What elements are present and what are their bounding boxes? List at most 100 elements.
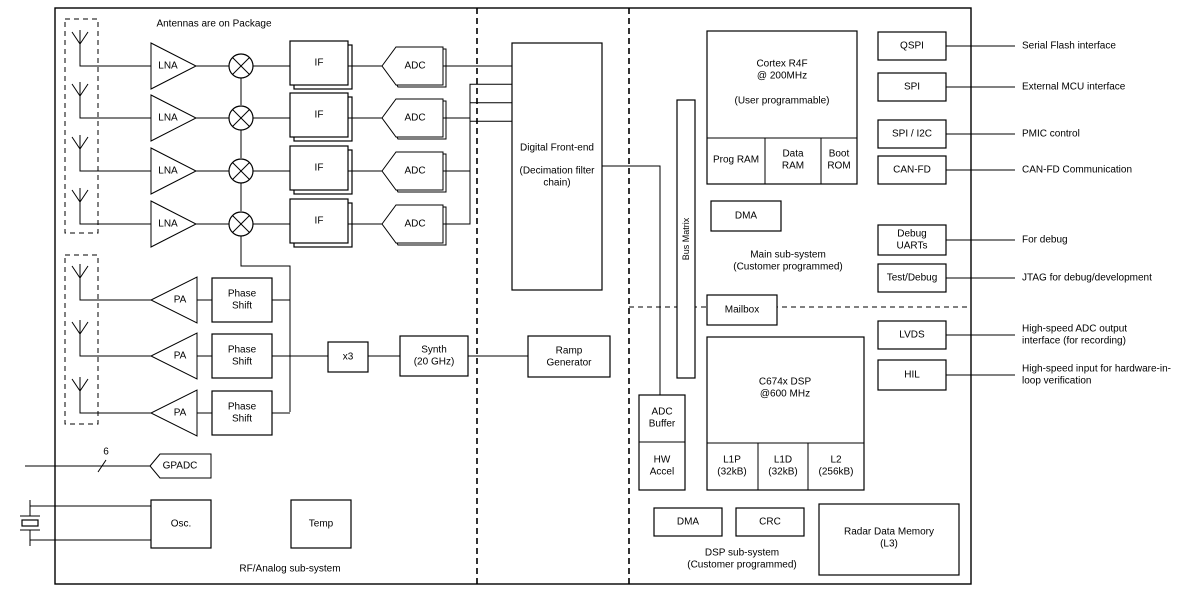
l1d-label-group: L1D(32kB)	[768, 455, 797, 478]
spi-interface-block	[877, 72, 947, 102]
hw-accel-label-line-1: HW	[654, 455, 671, 466]
test-debug-interface-label: Test/Debug	[887, 273, 938, 284]
spi-i2c-interface-desc: PMIC control	[1022, 129, 1080, 140]
gpadc-bus-width: 6	[103, 447, 109, 458]
can-fd-interface-desc-group: CAN-FD Communication	[1022, 165, 1132, 176]
mixer-icon-cross-b	[232, 109, 250, 127]
l2-label-line-2: (256kB)	[818, 467, 853, 478]
main-dma-label: DMA	[735, 211, 758, 222]
if-block	[289, 40, 349, 86]
pa-label-group: PA	[174, 351, 187, 362]
radar-data-memory-label-line-2: (L3)	[880, 539, 898, 550]
mixer-icon	[228, 211, 254, 237]
crystal-wire-top	[29, 500, 151, 507]
mixer-icon	[228, 53, 254, 79]
lna-label: LNA	[158, 166, 178, 177]
test-debug-interface-desc: JTAG for debug/development	[1022, 273, 1152, 284]
pa-label: PA	[174, 408, 187, 419]
lna-label: LNA	[158, 61, 178, 72]
cortex-r4f-block	[706, 30, 858, 185]
rx-antenna-array-outline	[64, 18, 99, 234]
antenna-icon	[71, 377, 89, 405]
dfe-subtitle-line-1: (Decimation filter	[519, 166, 595, 177]
synth-block	[399, 335, 469, 377]
spi-i2c-interface-label-group: SPI / I2C	[892, 129, 932, 140]
debug-uarts-interface-label-line-1: Debug	[897, 229, 926, 240]
if-block	[289, 198, 349, 244]
dsp-core-label-line-1: C674x DSP	[759, 377, 812, 388]
spi-i2c-interface-block	[877, 119, 947, 149]
mixer-icon-cross-b	[232, 162, 250, 180]
l2-label-line-1: L2	[830, 455, 842, 466]
main-subsystem-label-line-1: Main sub-system	[750, 250, 826, 261]
gpadc-bus-width-group: 6	[103, 447, 109, 458]
ramp-generator-block	[527, 335, 611, 378]
test-debug-interface-desc-group: JTAG for debug/development	[1022, 273, 1152, 284]
l2-label-group: L2(256kB)	[818, 455, 853, 478]
lvds-interface-desc-line-2: interface (for recording)	[1022, 336, 1126, 347]
l1d-label-line-1: L1D	[774, 455, 792, 466]
tx-wire-antenna-pa	[79, 348, 151, 357]
if-label-group: IF	[315, 163, 324, 174]
hil-interface-desc-group: High-speed input for hardware-in-loop ve…	[1022, 364, 1171, 387]
rx-wire-antenna-lna	[79, 58, 151, 67]
crc-block	[735, 507, 805, 537]
osc-label-group: Osc.	[171, 519, 192, 530]
crc-label-group: CRC	[759, 517, 781, 528]
ramp-generator-label-line-2: Generator	[546, 358, 592, 369]
spi-interface-label-group: SPI	[904, 82, 920, 93]
lvds-interface-desc-line-1: High-speed ADC output	[1022, 324, 1127, 335]
pa-label-group: PA	[174, 408, 187, 419]
mixer-icon-cross-b	[232, 57, 250, 75]
rx-wire-antenna-lna	[79, 216, 151, 225]
lna-label-group: LNA	[158, 61, 178, 72]
adc-label: ADC	[404, 61, 425, 72]
ramp-generator-label-line-1: Ramp	[556, 346, 583, 357]
rx-wire-antenna-lna	[79, 110, 151, 119]
spi-interface-desc: External MCU interface	[1022, 82, 1126, 93]
pa-label: PA	[174, 295, 187, 306]
rx-wire-antenna-lna	[79, 163, 151, 172]
chip-outline	[54, 7, 972, 585]
adc-label-group: ADC	[404, 219, 425, 230]
mixer-icon	[228, 105, 254, 131]
adc-buffer-label-line-2: Buffer	[649, 419, 676, 430]
phase-shift-label-line-1: Phase	[228, 402, 257, 413]
boot-rom-label-line-2: ROM	[827, 161, 850, 172]
dfe-subtitle-line-2: chain)	[543, 178, 570, 189]
lna-label-group: LNA	[158, 219, 178, 230]
adc-buffer-label-line-1: ADC	[651, 407, 672, 418]
osc-block	[150, 499, 212, 549]
antenna-icon	[71, 135, 89, 163]
adc-label-group: ADC	[404, 61, 425, 72]
if-label: IF	[315, 58, 324, 69]
adc-label: ADC	[404, 166, 425, 177]
l1p-label-group: L1P(32kB)	[717, 455, 746, 478]
lna-label-group: LNA	[158, 166, 178, 177]
phase-shift-label-line-2: Shift	[232, 301, 252, 312]
if-label: IF	[315, 216, 324, 227]
temp-block	[290, 499, 352, 549]
phase-shift-label-line-2: Shift	[232, 414, 252, 425]
lna-label-group: LNA	[158, 113, 178, 124]
rf-subsystem-label-group: RF/Analog sub-system	[239, 564, 340, 575]
adc-label: ADC	[404, 219, 425, 230]
synth-label-group: Synth(20 GHz)	[414, 345, 455, 368]
rx-wire-adc-dfe	[443, 120, 512, 225]
cortex-title-group: Cortex R4F@ 200MHz	[756, 59, 807, 82]
digital-subsystem: Digital Front-end(Decimation filterchain…	[511, 30, 960, 576]
can-fd-interface-block	[877, 155, 947, 185]
gpadc-label: GPADC	[163, 461, 198, 472]
mixer-icon-cross-b	[232, 215, 250, 233]
lvds-interface-block	[877, 320, 947, 350]
phase-shift-label-line-1: Phase	[228, 289, 257, 300]
